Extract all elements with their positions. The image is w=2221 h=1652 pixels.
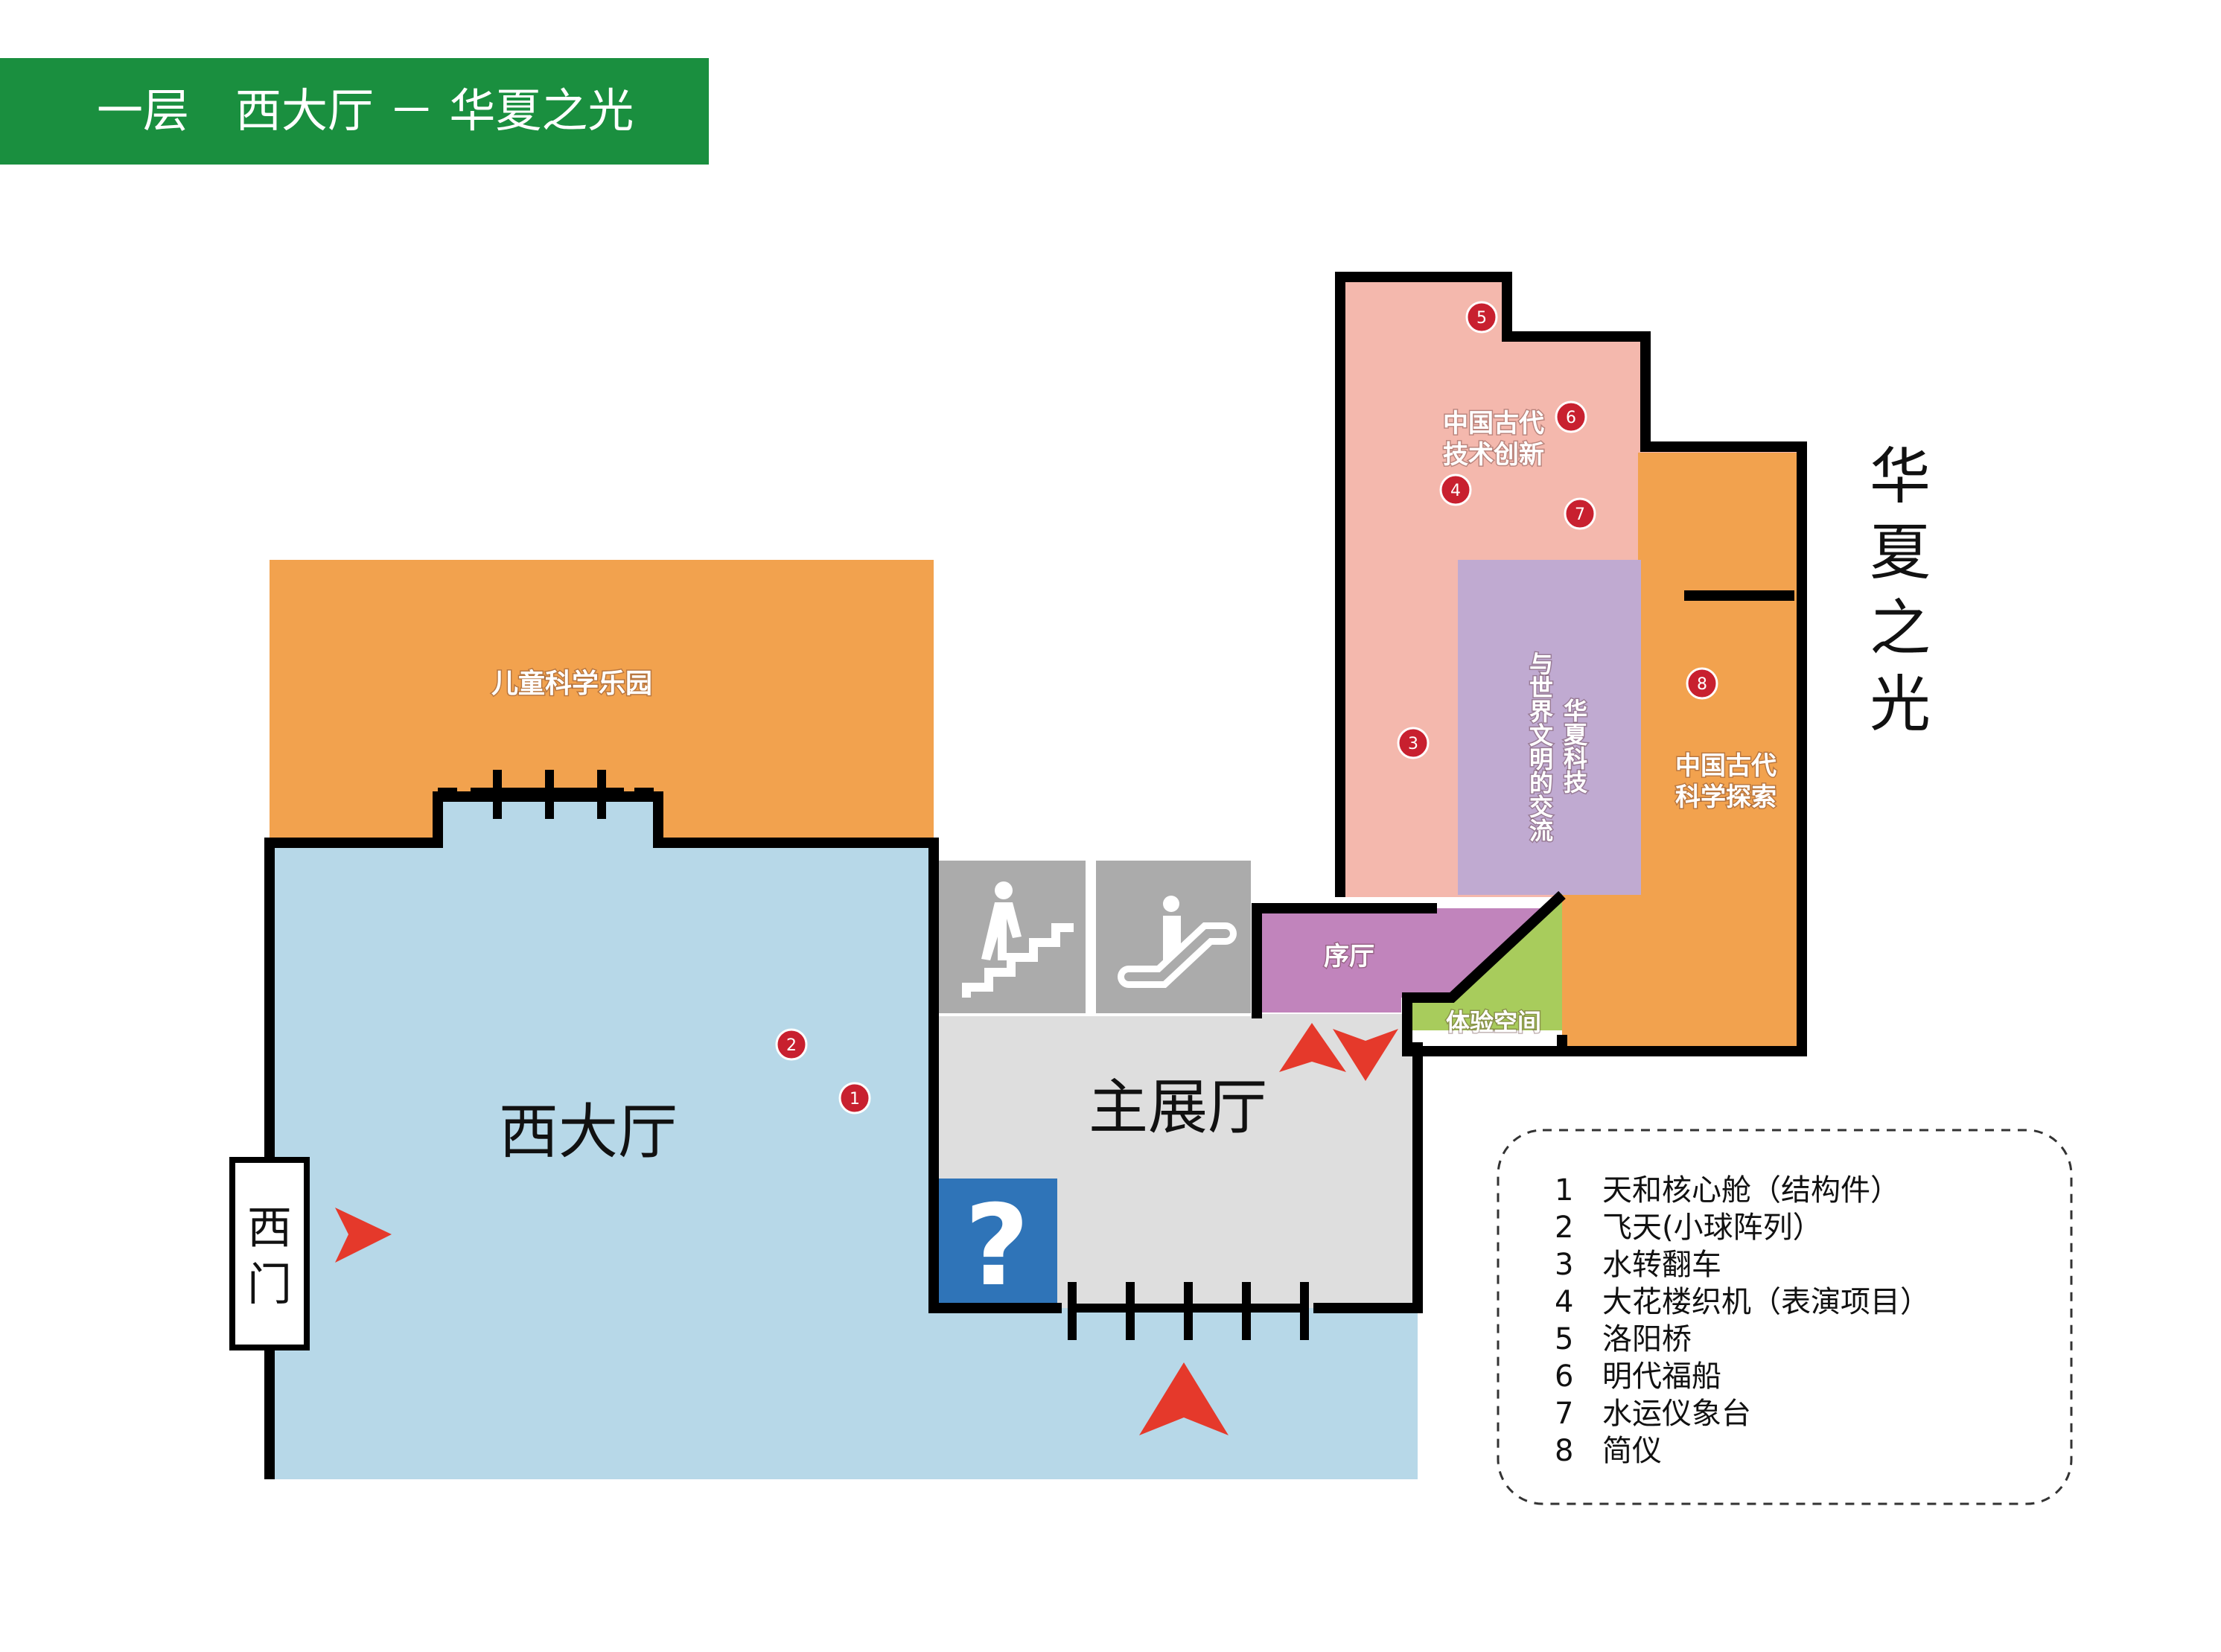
stairs-icon [962, 881, 1074, 998]
label-exchange-line1: 华夏科技 [1560, 698, 1588, 794]
legend-item-5: 洛阳桥 [1602, 1322, 1692, 1356]
svg-text:2: 2 [786, 1036, 797, 1055]
header-bar [0, 58, 709, 165]
area-ancient-science-exploration[interactable] [1562, 453, 1802, 1051]
legend-num-3: 3 [1555, 1248, 1573, 1282]
marker-6[interactable]: 6 [1555, 401, 1587, 433]
entrance-arrow-icon [1279, 1023, 1346, 1072]
legend-item-6: 明代福船 [1602, 1359, 1721, 1394]
label-exchange-line2: 与世界文明的交流 [1526, 651, 1554, 843]
legend: 1 天和核心舱（结构件） 2 飞天(小球阵列） 3 水转翻车 4 大花楼织机（表… [1555, 1173, 1930, 1468]
escalator-icon [1118, 896, 1237, 988]
side-title-char-3: 之 [1870, 593, 1931, 664]
label-preface-hall: 序厅 [1324, 942, 1374, 972]
legend-item-7: 水运仪象台 [1602, 1397, 1751, 1431]
legend-item-3: 水转翻车 [1602, 1248, 1721, 1282]
page-title: 一层 西大厅 － 华夏之光 [97, 83, 634, 138]
side-title-char-1: 华 [1870, 441, 1931, 512]
west-gate-label-1: 西 [247, 1202, 292, 1254]
turnstile-bottom [1068, 1282, 1309, 1340]
legend-num-8: 8 [1555, 1434, 1573, 1468]
exit-arrow-icon [1333, 1029, 1398, 1081]
legend-num-1: 1 [1555, 1173, 1573, 1208]
west-gate[interactable] [229, 1157, 310, 1350]
svg-text:5: 5 [1476, 309, 1487, 328]
svg-text:1: 1 [850, 1090, 860, 1109]
stairs-block [937, 861, 1086, 1013]
label-ancient-innovation-line1: 中国古代 [1443, 409, 1544, 438]
legend-num-2: 2 [1555, 1211, 1573, 1245]
marker-3[interactable]: 3 [1397, 727, 1430, 759]
legend-num-7: 7 [1555, 1397, 1573, 1431]
area-exchange-with-world-civilizations[interactable] [1458, 560, 1641, 895]
area-experience-space[interactable] [1407, 893, 1562, 1030]
area-preface-hall[interactable] [1261, 908, 1556, 1012]
info-desk[interactable] [937, 1179, 1057, 1304]
label-ancient-innovation-line2: 技术创新 [1443, 440, 1544, 470]
turnstile-top [475, 770, 624, 819]
svg-text:3: 3 [1408, 735, 1418, 753]
svg-text:6: 6 [1566, 409, 1576, 427]
legend-num-6: 6 [1555, 1359, 1573, 1394]
legend-num-4: 4 [1555, 1285, 1573, 1319]
label-experience-space: 体验空间 [1446, 1008, 1541, 1036]
info-icon[interactable]: ? [964, 1181, 1029, 1311]
marker-8[interactable]: 8 [1686, 667, 1718, 700]
side-title-char-4: 光 [1870, 669, 1931, 740]
label-main-hall: 主展厅 [1089, 1073, 1267, 1142]
legend-item-2: 飞天(小球阵列） [1602, 1211, 1823, 1245]
svg-text:7: 7 [1575, 506, 1585, 524]
legend-box [1497, 1129, 2073, 1505]
marker-2[interactable]: 2 [775, 1028, 808, 1061]
label-west-hall: 西大厅 [499, 1097, 678, 1167]
marker-1[interactable]: 1 [838, 1082, 871, 1114]
label-ancient-science-line2: 科学探索 [1675, 782, 1777, 812]
legend-item-8: 简仪 [1602, 1434, 1662, 1468]
legend-item-4: 大花楼织机（表演项目） [1602, 1285, 1930, 1319]
west-gate-label-2: 门 [247, 1259, 292, 1311]
svg-text:4: 4 [1450, 482, 1461, 500]
label-children-science-park: 儿童科学乐园 [491, 668, 652, 699]
entrance-arrow-icon [1139, 1362, 1229, 1435]
legend-num-5: 5 [1555, 1322, 1573, 1356]
marker-7[interactable]: 7 [1564, 497, 1596, 530]
entrance-arrow-icon [335, 1208, 392, 1263]
walls [264, 272, 1807, 1479]
label-ancient-science-line1: 中国古代 [1675, 751, 1777, 781]
marker-5[interactable]: 5 [1465, 301, 1498, 334]
side-title-char-2: 夏 [1870, 517, 1931, 588]
marker-4[interactable]: 4 [1439, 473, 1472, 506]
svg-text:8: 8 [1697, 675, 1707, 694]
legend-item-1: 天和核心舱（结构件） [1602, 1173, 1900, 1208]
